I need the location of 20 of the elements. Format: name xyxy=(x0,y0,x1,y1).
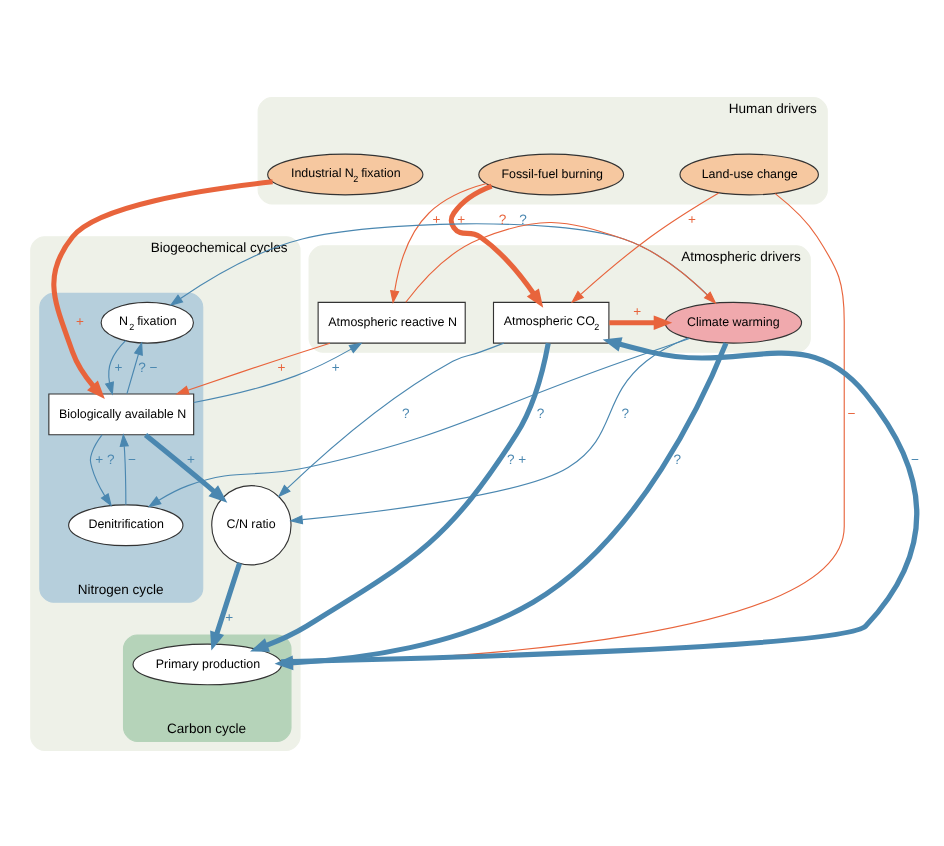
arrow xyxy=(147,337,691,507)
arrow xyxy=(405,220,717,304)
arrow xyxy=(609,314,673,330)
arrow xyxy=(51,178,273,399)
arrow xyxy=(193,341,363,403)
arrow xyxy=(175,341,331,394)
arrow xyxy=(289,336,689,524)
arrow xyxy=(250,341,551,651)
arrow xyxy=(169,222,716,305)
arrow xyxy=(281,336,920,664)
arrow xyxy=(448,182,544,307)
arrow xyxy=(89,433,112,506)
arrow xyxy=(210,561,242,650)
arrow xyxy=(104,339,127,395)
arrow xyxy=(277,341,505,497)
arrow xyxy=(143,431,228,502)
arrow xyxy=(126,340,143,394)
arrow xyxy=(390,182,488,303)
arrow xyxy=(570,191,720,303)
arrow xyxy=(119,432,129,505)
